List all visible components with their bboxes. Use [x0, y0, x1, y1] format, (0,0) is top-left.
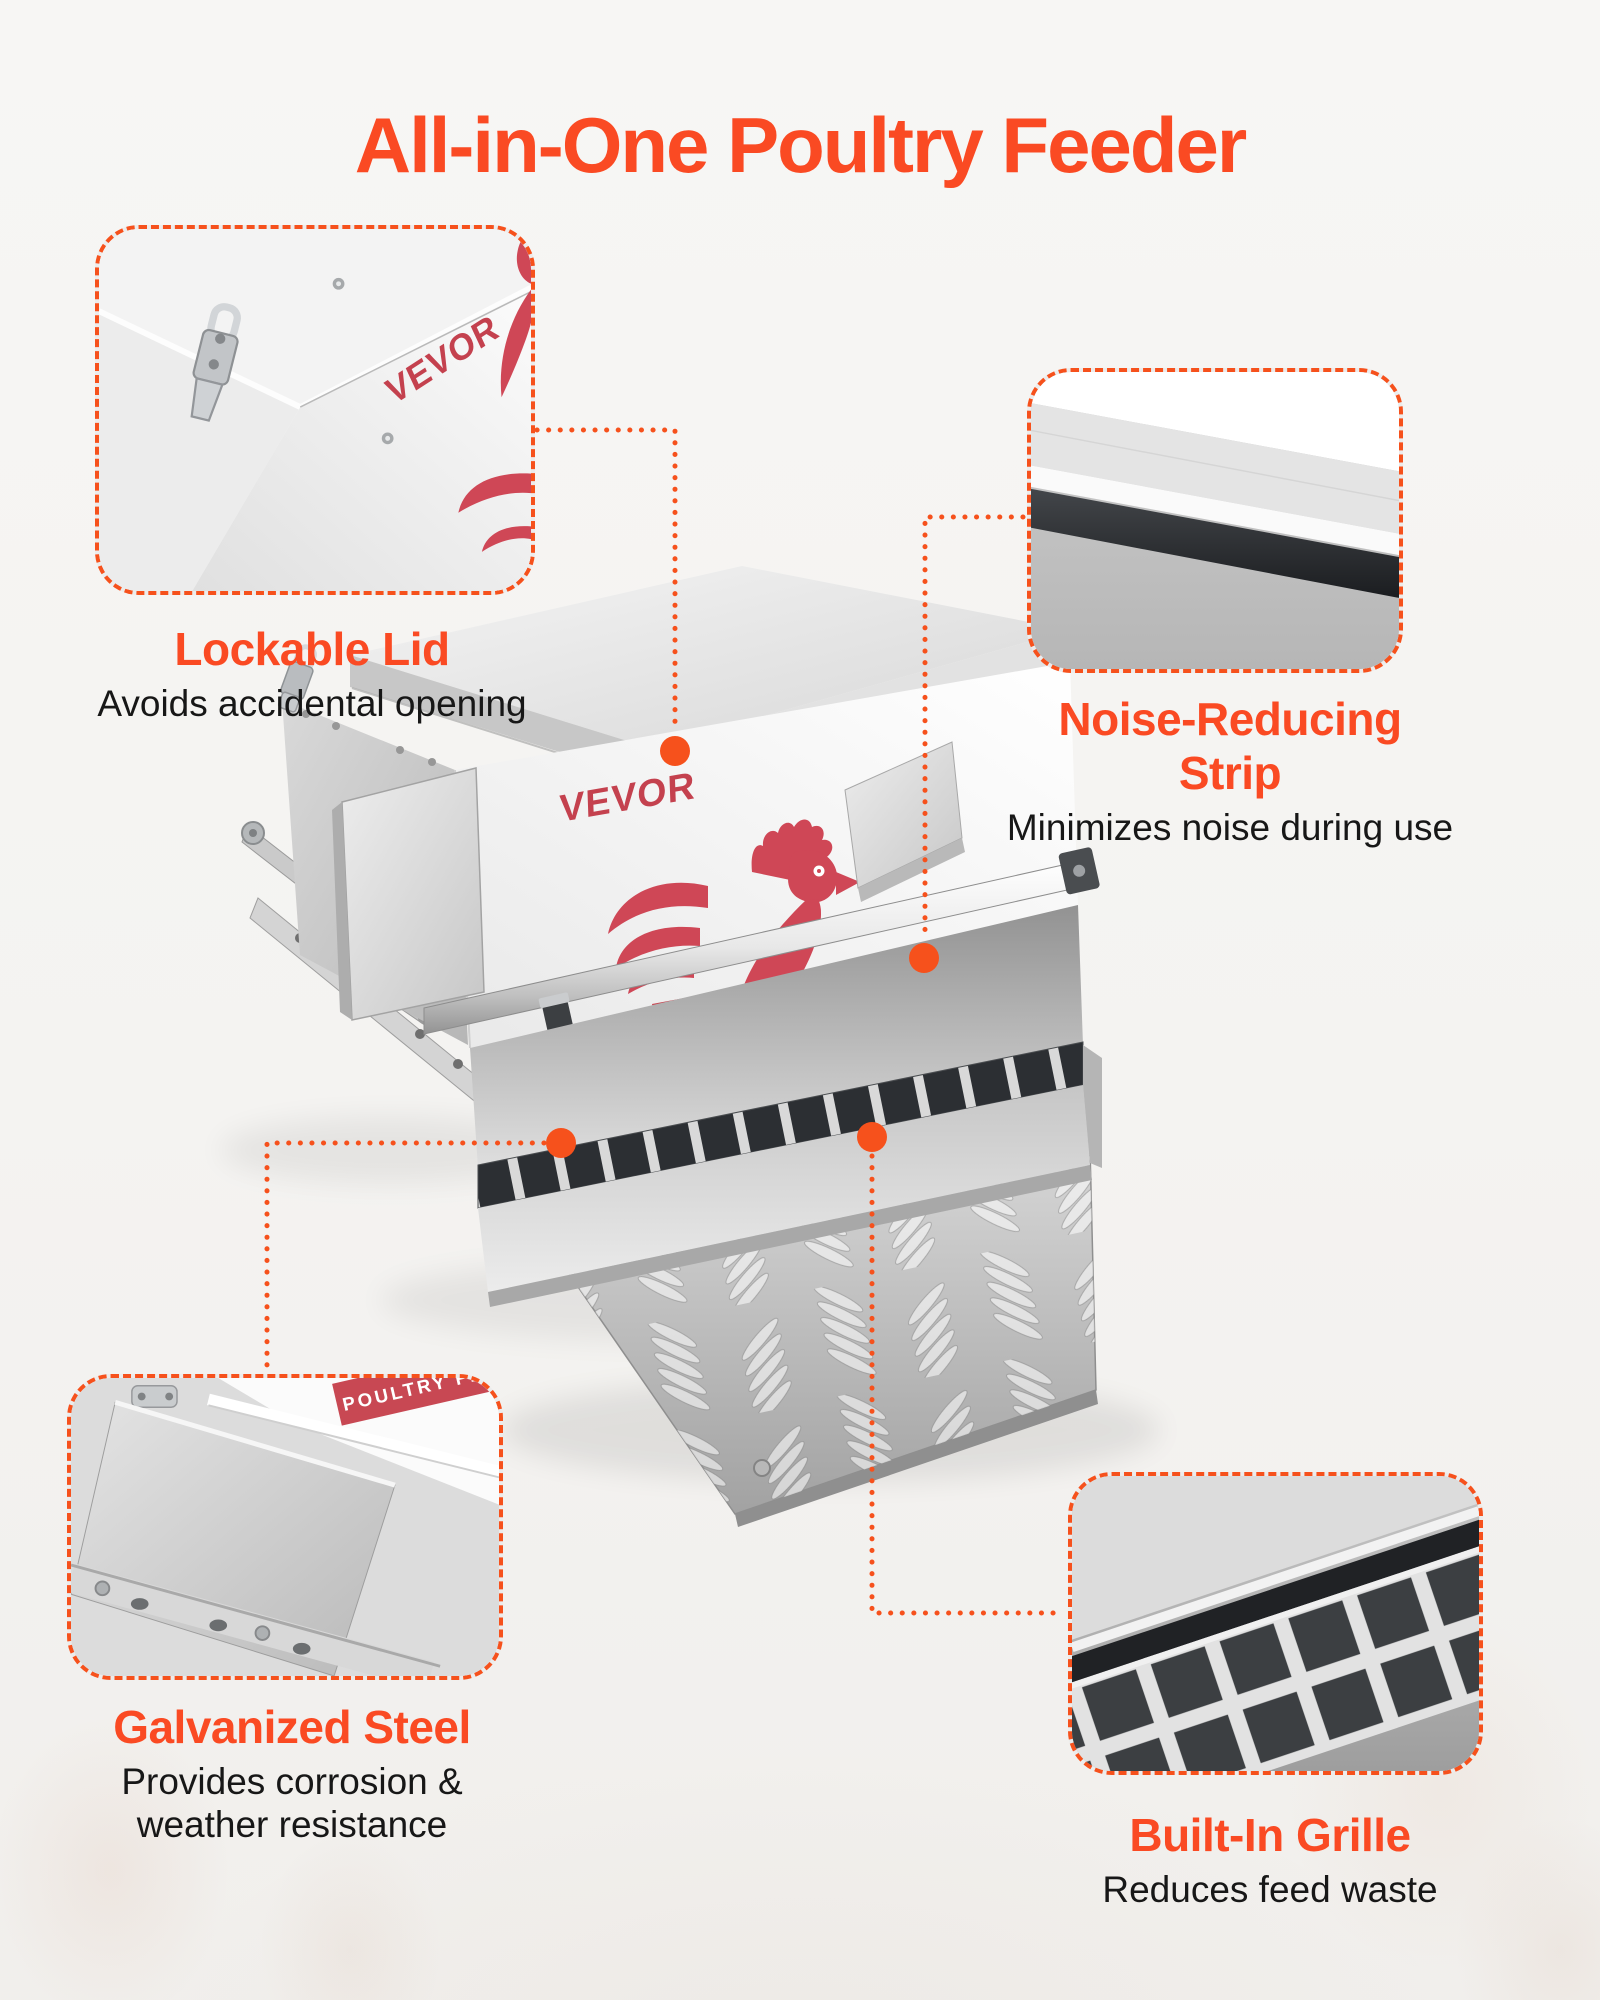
dot-noise-strip [909, 943, 939, 973]
built-in-grille-title: Built-In Grille [1129, 1809, 1411, 1861]
galvanized-steel-text: Galvanized Steel Provides corrosion & we… [67, 1700, 517, 1847]
feed-trough [478, 1045, 1102, 1307]
brand-logo: VEVOR [559, 764, 696, 831]
rooster-graphic [608, 819, 860, 1022]
built-in-grille-description: Reduces feed waste [1102, 1869, 1438, 1910]
support-frame [241, 821, 531, 1141]
noise-strip-photo [1031, 372, 1399, 669]
lockable-lid-description: Avoids accidental opening [97, 683, 527, 724]
callout-noise-reducing-strip [1027, 368, 1403, 673]
dot-galvanized-steel [546, 1128, 576, 1158]
rooster-fragment [458, 236, 531, 552]
latch-fragment [131, 1385, 178, 1408]
callout-lockable-lid: VEVOR [95, 225, 535, 595]
connector-built-in-grille [869, 1153, 1067, 1616]
dot-built-in-grille [857, 1122, 887, 1152]
latch-closeup [190, 303, 241, 422]
connector-lockable-lid [534, 427, 678, 735]
rubber-strip [1031, 488, 1399, 598]
callout-galvanized-steel: POULTRY FEEDER [67, 1374, 503, 1680]
noise-reducing-strip-text: Noise-Reducing Strip Minimizes noise dur… [1005, 692, 1455, 850]
galvanized-steel-description: Provides corrosion & weather resistance [121, 1761, 463, 1845]
mounting-rail [71, 1563, 441, 1676]
right-deflector-plate [844, 741, 965, 902]
treadle-plate [516, 1067, 1098, 1527]
built-in-grille-text: Built-In Grille Reduces feed waste [1045, 1808, 1495, 1912]
grille-lattice [1072, 1527, 1479, 1771]
lockable-lid-photo: VEVOR [99, 229, 531, 591]
svg-text:POULTRY FEEDER: POULTRY FEEDER [643, 980, 872, 1043]
noise-reducing-strip-description: Minimizes noise during use [1006, 807, 1454, 848]
built-in-grille-photo [1072, 1476, 1479, 1771]
callout-anchor-dots [546, 736, 939, 1158]
callout-built-in-grille [1068, 1472, 1483, 1775]
feed-grille [477, 1041, 1084, 1209]
left-deflector-plate [332, 767, 485, 1021]
noise-reducing-strip-title: Noise-Reducing Strip [1058, 693, 1402, 799]
lockable-lid-text: Lockable Lid Avoids accidental opening [92, 622, 532, 726]
dot-lockable-lid [660, 736, 690, 766]
galvanized-steel-title: Galvanized Steel [113, 1701, 471, 1753]
connector-galvanized-steel [264, 1140, 547, 1373]
handle-bar [423, 847, 1100, 1051]
page-title: All-in-One Poultry Feeder [354, 101, 1247, 189]
product-label: POULTRY FEEDER [643, 966, 872, 1052]
galvanized-steel-photo: POULTRY FEEDER [71, 1378, 499, 1676]
lockable-lid-title: Lockable Lid [174, 623, 450, 675]
